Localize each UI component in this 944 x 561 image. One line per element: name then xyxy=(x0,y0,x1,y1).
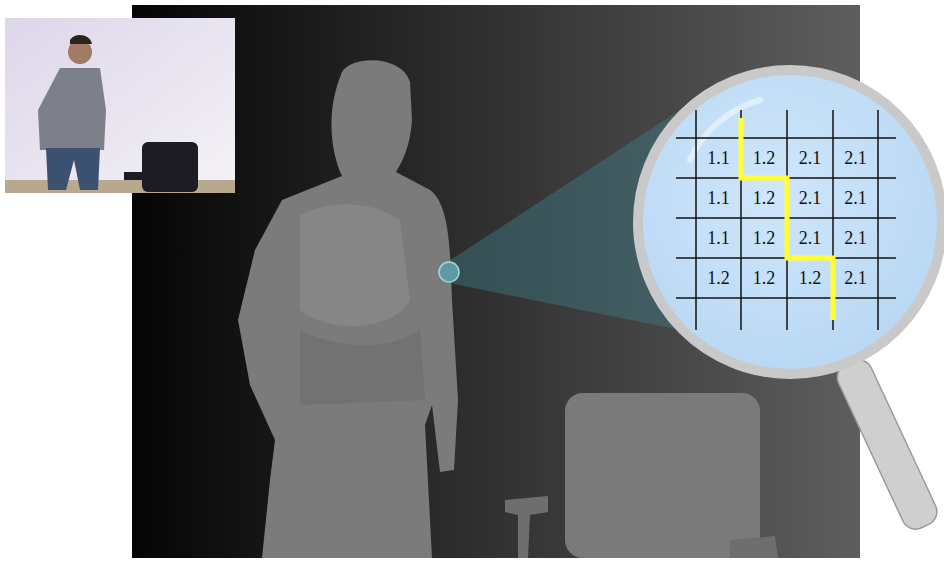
table-cell: 1.2 xyxy=(753,269,776,287)
chair-back xyxy=(565,393,760,558)
photo-chair xyxy=(142,142,198,192)
table-cell: 1.2 xyxy=(753,229,776,247)
photo-hoodie xyxy=(38,68,106,150)
torso-shade xyxy=(300,204,410,326)
photo-hair xyxy=(70,35,92,44)
photo-inset xyxy=(5,18,235,193)
magnifier-lens xyxy=(638,70,942,374)
person-silhouette xyxy=(238,60,458,558)
photo-chair-arm xyxy=(124,172,146,180)
zoom-point xyxy=(439,262,459,282)
table-cell: 1.1 xyxy=(707,229,730,247)
table-cell: 1.2 xyxy=(707,269,730,287)
magnifier-handle xyxy=(833,355,942,533)
table-cell: 1.1 xyxy=(707,189,730,207)
hand-shade xyxy=(300,330,425,405)
table-cell: 2.1 xyxy=(844,149,867,167)
table-cell: 1.2 xyxy=(753,189,776,207)
grid-lines xyxy=(676,110,896,330)
table-cell: 2.1 xyxy=(844,229,867,247)
chair-arm xyxy=(505,496,548,558)
table-cell: 2.1 xyxy=(844,269,867,287)
chair-arm xyxy=(730,536,778,558)
boundary-line xyxy=(741,118,833,320)
photo-floor xyxy=(5,180,235,193)
table-cell: 1.2 xyxy=(753,149,776,167)
table-cell: 1.1 xyxy=(707,149,730,167)
table-cell: 2.1 xyxy=(799,149,822,167)
photo-jeans xyxy=(46,148,100,190)
table-cell: 1.2 xyxy=(799,269,822,287)
table-cell: 2.1 xyxy=(799,229,822,247)
table-cell: 2.1 xyxy=(844,189,867,207)
table-cell: 2.1 xyxy=(799,189,822,207)
